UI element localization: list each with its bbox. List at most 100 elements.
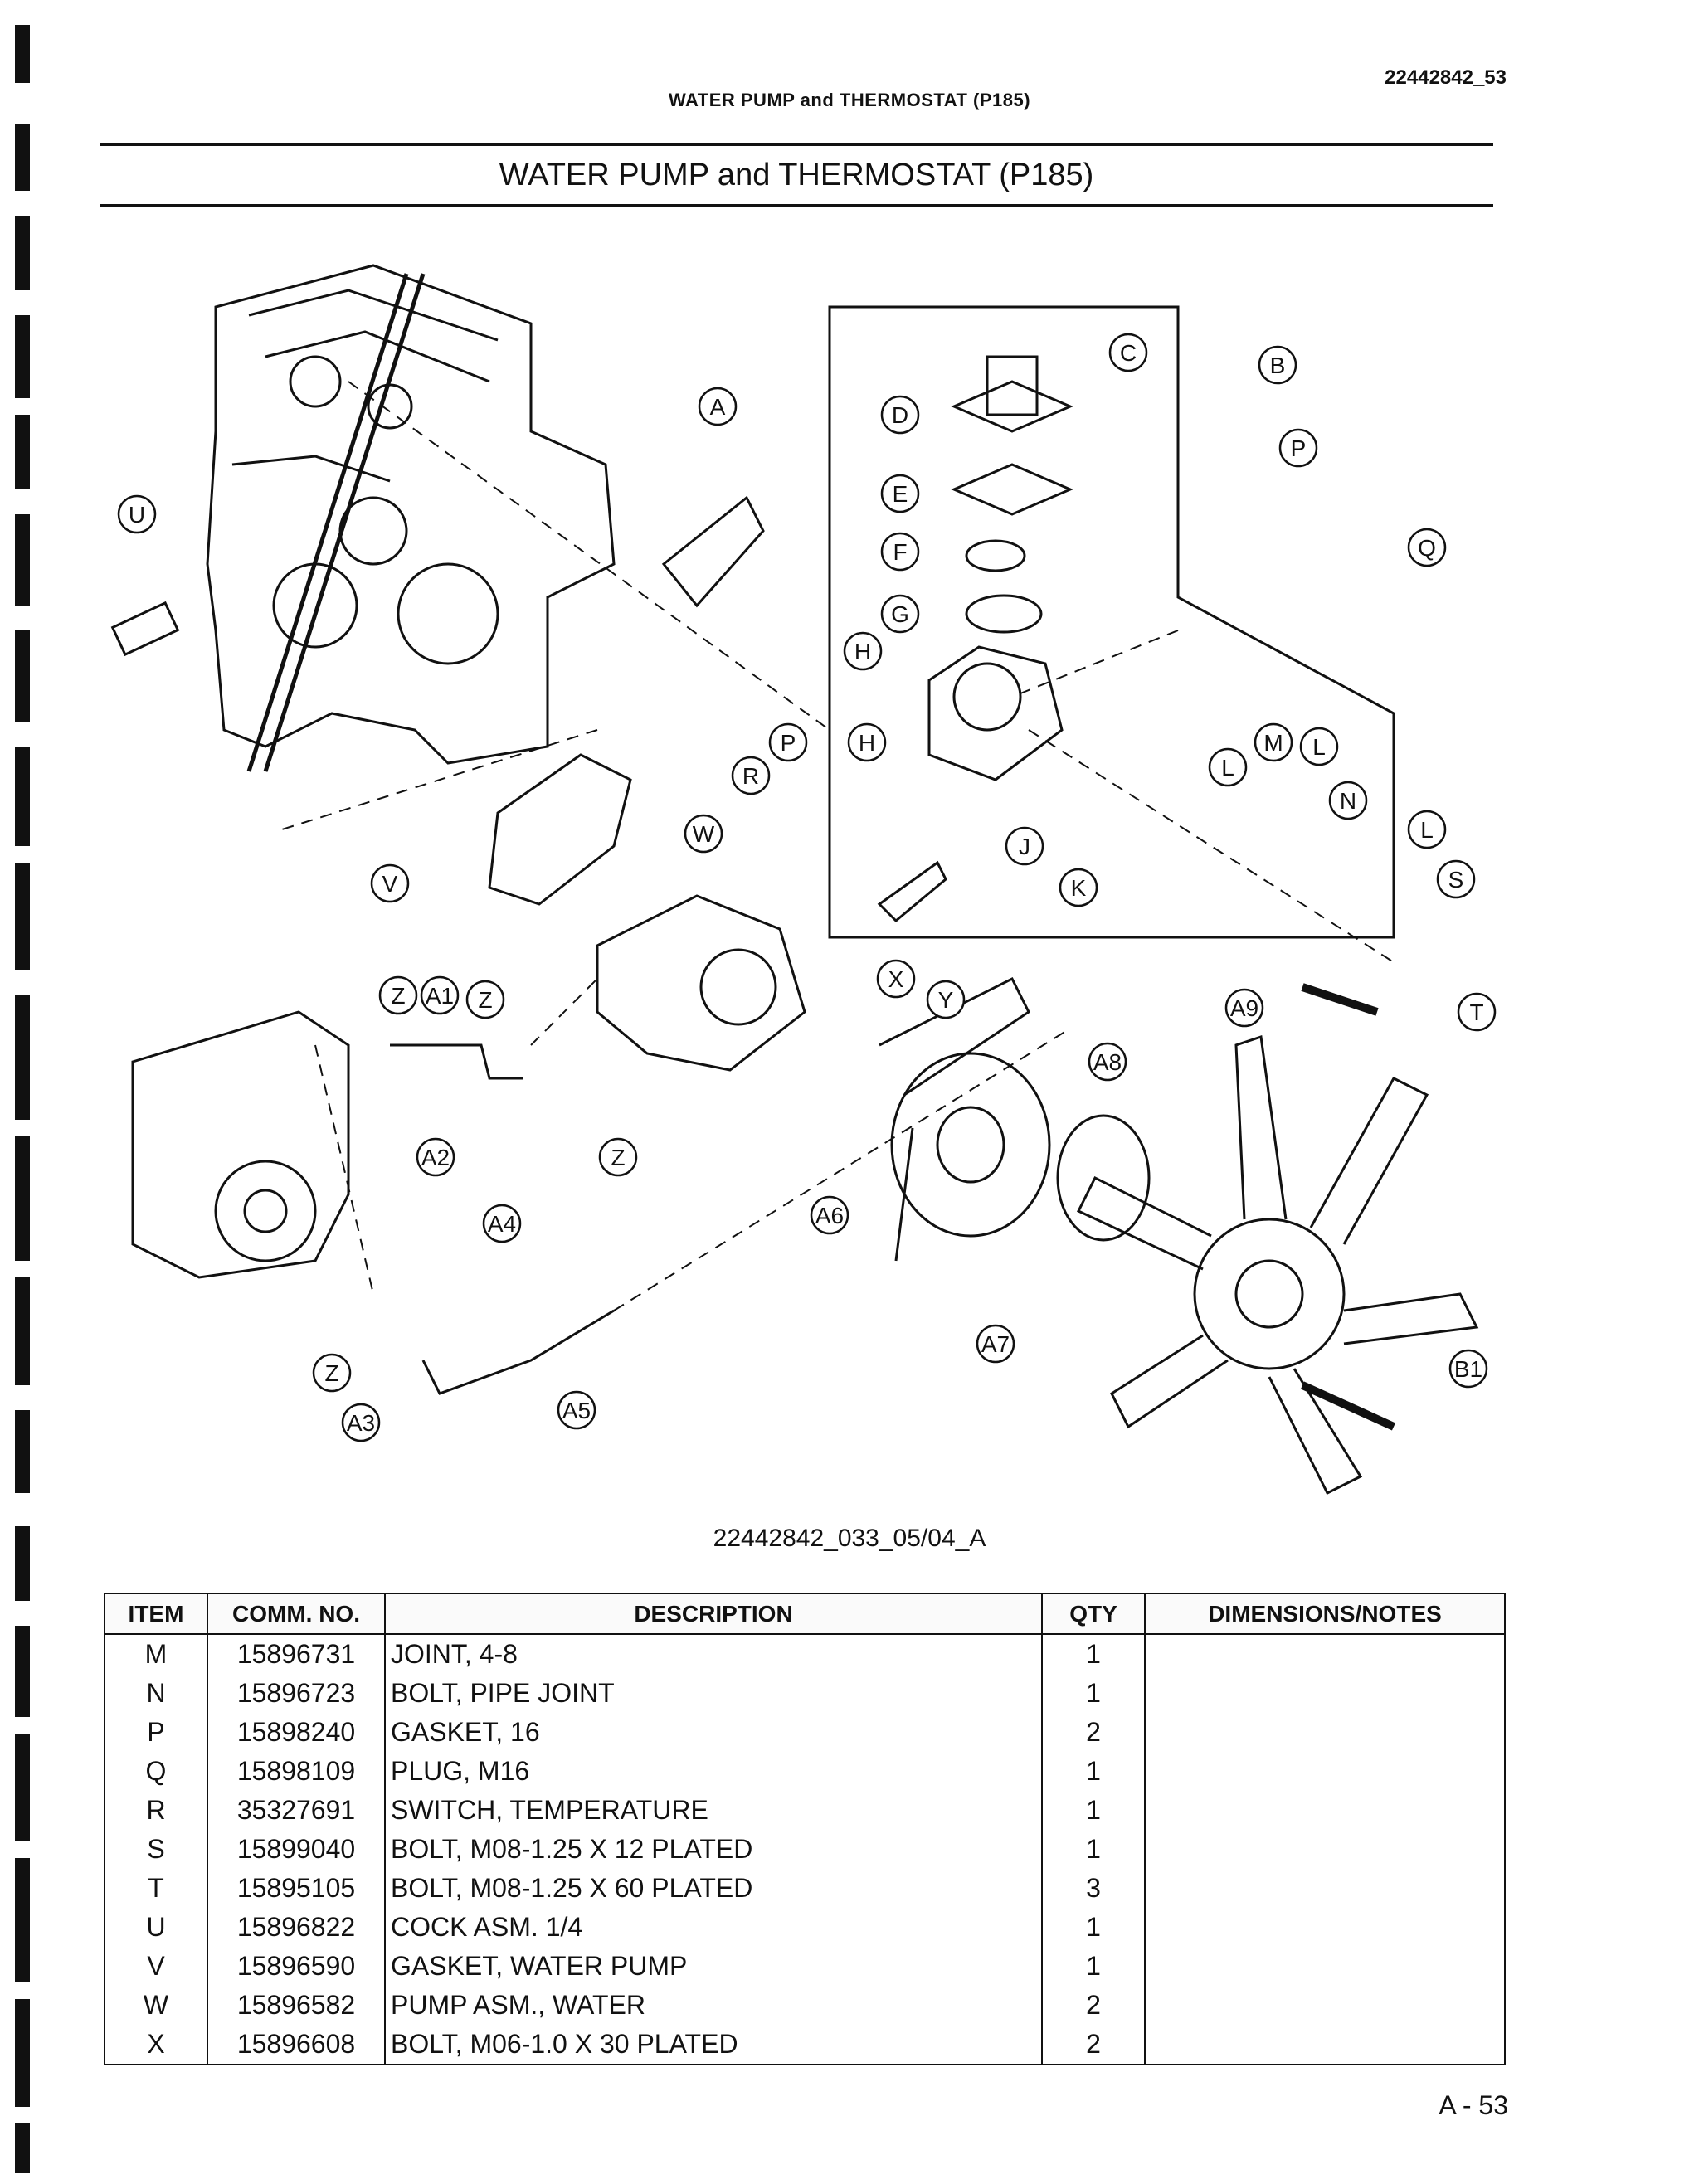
svg-text:C: C [1120, 340, 1137, 366]
item-cell: X [104, 2025, 208, 2065]
page-title: WATER PUMP and THERMOSTAT (P185) [499, 158, 1094, 192]
svg-text:B: B [1270, 353, 1286, 378]
gasket-a [661, 495, 765, 608]
callout-m: M [1254, 722, 1293, 762]
svg-text:Z: Z [391, 983, 405, 1009]
callout-l3: L [1407, 810, 1447, 849]
notes-cell [1144, 1908, 1506, 1947]
svg-text:G: G [891, 601, 909, 627]
svg-text:H: H [859, 730, 875, 756]
svg-text:J: J [1019, 834, 1030, 859]
qty-cell: 2 [1041, 2025, 1146, 2065]
callout-s: S [1436, 859, 1476, 899]
callout-a9: A9 [1224, 988, 1264, 1028]
col-header-comm-no: COMM. NO. [207, 1593, 386, 1635]
notes-cell [1144, 1634, 1506, 1674]
description-cell: PUMP ASM., WATER [384, 1986, 1043, 2025]
callout-b1: B1 [1448, 1349, 1488, 1389]
callout-a8: A8 [1088, 1042, 1127, 1082]
svg-text:A2: A2 [421, 1145, 450, 1170]
description-cell: BOLT, M08-1.25 X 12 PLATED [384, 1830, 1043, 1869]
svg-text:L: L [1221, 755, 1234, 781]
qty-cell: 1 [1041, 1947, 1146, 1986]
notes-cell [1144, 1986, 1506, 2025]
callout-n: N [1328, 781, 1368, 820]
svg-text:A1: A1 [426, 983, 454, 1009]
callout-v: V [370, 863, 410, 903]
comm-no-cell: 15898109 [207, 1752, 386, 1791]
svg-text:A6: A6 [815, 1203, 844, 1228]
callout-w: W [684, 814, 723, 854]
svg-text:D: D [892, 402, 908, 428]
comm-no-cell: 15899040 [207, 1830, 386, 1869]
parts-table: ITEM COMM. NO. DESCRIPTION QTY DIMENSION… [104, 1593, 1506, 2065]
notes-cell [1144, 1674, 1506, 1713]
header-rule-top [100, 143, 1493, 146]
qty-cell: 1 [1041, 1830, 1146, 1869]
binder-edge-marks [15, 25, 30, 2173]
svg-text:E: E [893, 481, 908, 507]
item-cell: T [104, 1869, 208, 1908]
svg-text:P: P [781, 730, 796, 756]
item-cell: M [104, 1634, 208, 1674]
water-pump-gasket [488, 753, 632, 906]
svg-text:B1: B1 [1454, 1356, 1482, 1382]
svg-text:A7: A7 [981, 1331, 1010, 1357]
callout-z3: Z [598, 1137, 638, 1177]
qty-cell: 1 [1041, 1791, 1146, 1830]
svg-text:K: K [1071, 875, 1087, 901]
engine-block [206, 264, 616, 765]
svg-text:N: N [1340, 788, 1356, 814]
exploded-parts-diagram: A B C D E F G H H J K L M L N L P Q P R … [110, 264, 1497, 1496]
svg-text:S: S [1448, 867, 1464, 893]
description-cell: GASKET, 16 [384, 1713, 1043, 1752]
callout-h2: H [847, 722, 887, 762]
col-header-description: DESCRIPTION [384, 1593, 1043, 1635]
thermostat-group-box [828, 305, 1395, 939]
qty-cell: 1 [1041, 1674, 1146, 1713]
svg-text:L: L [1420, 817, 1434, 843]
col-header-notes: DIMENSIONS/NOTES [1144, 1593, 1506, 1635]
svg-text:Y: Y [938, 987, 954, 1013]
callout-y: Y [926, 980, 966, 1019]
svg-text:F: F [893, 539, 907, 565]
notes-cell [1144, 1791, 1506, 1830]
svg-text:H: H [854, 639, 871, 664]
qty-cell: 1 [1041, 1752, 1146, 1791]
comm-no-cell: 15896582 [207, 1986, 386, 2025]
description-cell: PLUG, M16 [384, 1752, 1043, 1791]
callout-a: A [698, 387, 738, 426]
callout-a6: A6 [810, 1195, 850, 1235]
comm-no-cell: 15898240 [207, 1713, 386, 1752]
item-cell: N [104, 1674, 208, 1713]
header-rule-bottom [100, 204, 1493, 207]
callout-h1: H [843, 631, 883, 671]
qty-cell: 2 [1041, 1713, 1146, 1752]
cooling-fan [1076, 1035, 1479, 1496]
item-cell: P [104, 1713, 208, 1752]
callout-a7: A7 [976, 1324, 1015, 1364]
col-header-item: ITEM [104, 1593, 208, 1635]
callout-b: B [1258, 345, 1297, 385]
callout-a2: A2 [416, 1137, 455, 1177]
qty-cell: 2 [1041, 1986, 1146, 2025]
svg-text:A4: A4 [488, 1211, 516, 1237]
callout-a1: A1 [420, 975, 460, 1015]
callout-r: R [731, 756, 771, 795]
callout-k: K [1059, 868, 1098, 907]
description-cell: BOLT, M08-1.25 X 60 PLATED [384, 1869, 1043, 1908]
callout-d: D [880, 395, 920, 435]
svg-text:A9: A9 [1230, 995, 1258, 1021]
description-cell: JOINT, 4-8 [384, 1634, 1043, 1674]
callout-a4: A4 [482, 1204, 522, 1243]
callout-g: G [880, 594, 920, 634]
water-pump [596, 894, 806, 1072]
notes-cell [1144, 1869, 1506, 1908]
